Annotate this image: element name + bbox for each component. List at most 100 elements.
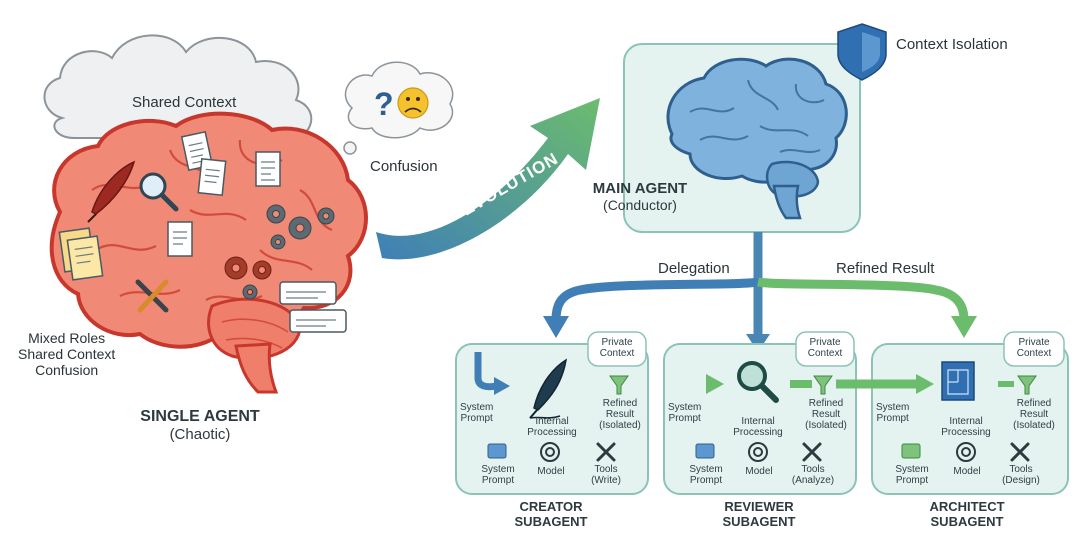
shield-icon xyxy=(837,23,887,81)
system-prompt-line: Prompt xyxy=(668,413,701,424)
private-context-label: Private Context xyxy=(798,337,852,359)
system-prompt-line: System xyxy=(481,464,515,475)
system-prompt-line: System xyxy=(689,464,723,475)
private-context-label: Private Context xyxy=(590,337,644,359)
magnifier-icon xyxy=(737,361,779,403)
refined-result-isolated-label: Refined Result (Isolated) xyxy=(592,398,648,431)
model-label: Model xyxy=(537,466,565,477)
svg-text:?: ? xyxy=(374,86,394,122)
document-icon xyxy=(255,151,281,187)
internal-processing-label: Internal Processing xyxy=(520,416,584,438)
system-prompt-line: Prompt xyxy=(689,475,723,486)
system-prompt-label: System Prompt xyxy=(682,464,730,486)
sad-face-icon xyxy=(397,87,429,119)
system-prompt-line: Prompt xyxy=(481,475,515,486)
subagent-title-line: REVIEWER xyxy=(724,499,794,514)
refined-result-line: Result xyxy=(811,409,841,420)
private-context-label: Private Context xyxy=(1006,337,1062,359)
private-context-line: Context xyxy=(807,348,843,359)
system-prompt-icon xyxy=(487,443,921,459)
internal-processing-line: Processing xyxy=(733,427,783,438)
note-line-shared-context: Shared Context xyxy=(18,346,116,363)
quill-icon xyxy=(87,160,136,223)
single-agent-subtitle: (Chaotic) xyxy=(169,426,231,444)
subagent-title-line: SUBAGENT xyxy=(930,513,1004,529)
refined-result-line: (Isolated) xyxy=(599,420,641,431)
refined-result-line: Refined xyxy=(808,398,844,409)
main-agent-heading: MAIN AGENT xyxy=(592,180,688,197)
system-prompt-line: System xyxy=(876,402,910,413)
note-line-mixed-roles: Mixed Roles xyxy=(28,330,106,346)
private-context-line: Context xyxy=(1016,348,1052,359)
internal-processing-line: Processing xyxy=(941,427,991,438)
subagent-title-line: SUBAGENT xyxy=(722,513,796,529)
quill-icon xyxy=(529,358,568,419)
tools-line: (Analyze) xyxy=(791,475,835,486)
tools-line: (Design) xyxy=(1002,475,1040,486)
subagent-title-line: CREATOR xyxy=(519,499,583,514)
private-context-badge xyxy=(587,331,1065,367)
system-prompt-label: System Prompt xyxy=(668,402,701,424)
chat-window-icon xyxy=(279,281,347,333)
tools-label: Tools (Design) xyxy=(998,464,1044,486)
internal-processing-label: Internal Processing xyxy=(726,416,790,438)
system-prompt-label: System Prompt xyxy=(460,402,493,424)
confusion-label: Confusion xyxy=(370,158,438,175)
subagent-title-line: ARCHITECT xyxy=(929,499,1005,514)
delegation-arrows xyxy=(543,232,977,352)
system-prompt-line: Prompt xyxy=(460,413,493,424)
shared-context-label: Shared Context xyxy=(132,94,237,111)
internal-processing-line: Internal xyxy=(535,416,569,427)
private-context-line: Private xyxy=(1018,337,1050,348)
system-prompt-line: Prompt xyxy=(895,475,929,486)
tools-line: Tools xyxy=(1009,464,1033,475)
funnel-icon xyxy=(609,375,1037,395)
evolution-arrow xyxy=(376,98,600,260)
single-agent-title: SINGLE AGENT (Chaotic) xyxy=(130,408,270,444)
system-prompt-label: System Prompt xyxy=(474,464,522,486)
internal-processing-line: Internal xyxy=(741,416,775,427)
refined-result-line: (Isolated) xyxy=(805,420,847,431)
refined-result-line: Refined xyxy=(602,398,638,409)
conductor-brain xyxy=(666,57,848,220)
system-prompt-label: System Prompt xyxy=(888,464,936,486)
refined-result-label: Refined Result xyxy=(836,260,935,277)
single-agent-heading: SINGLE AGENT xyxy=(140,408,260,425)
refined-result-line: Result xyxy=(1019,409,1049,420)
note-line-confusion: Confusion xyxy=(35,362,99,379)
context-isolation-label: Context Isolation xyxy=(896,36,1008,53)
document-icon xyxy=(180,130,227,196)
refined-result-line: Refined xyxy=(1016,398,1052,409)
refined-result-isolated-label: Refined Result (Isolated) xyxy=(798,398,854,431)
blueprint-icon xyxy=(941,361,975,401)
document-icon xyxy=(167,221,193,257)
system-prompt-line: System xyxy=(895,464,929,475)
system-prompt-label: System Prompt xyxy=(876,402,909,424)
model-icon xyxy=(540,442,976,462)
tools-icon xyxy=(135,279,169,313)
refined-result-line: Result xyxy=(605,409,635,420)
internal-processing-label: Internal Processing xyxy=(934,416,998,438)
model-label: Model xyxy=(745,466,773,477)
model-label: Model xyxy=(953,466,981,477)
tools-line: (Write) xyxy=(591,475,621,486)
tools-line: Tools xyxy=(594,464,618,475)
refined-result-line: (Isolated) xyxy=(1013,420,1055,431)
creator-subagent-title: CREATOR SUBAGENT xyxy=(496,499,606,530)
system-prompt-line: System xyxy=(460,402,494,413)
system-prompt-line: Prompt xyxy=(876,413,909,424)
tools-label: Tools (Write) xyxy=(586,464,626,486)
refined-result-isolated-label: Refined Result (Isolated) xyxy=(1006,398,1062,431)
tools-label: Tools (Analyze) xyxy=(790,464,836,486)
question-mark-icon: ? xyxy=(374,86,394,122)
subagent-flow-arrows xyxy=(474,352,1014,395)
mixed-roles-note: Mixed Roles Shared Context Confusion xyxy=(18,330,115,378)
internal-processing-line: Processing xyxy=(527,427,577,438)
gears-icon xyxy=(224,256,272,300)
main-agent-subtitle: (Conductor) xyxy=(603,197,677,214)
private-context-line: Private xyxy=(809,337,841,348)
tools-line: Tools xyxy=(801,464,825,475)
gears-icon xyxy=(266,204,335,250)
document-icon xyxy=(58,227,104,281)
main-agent-title: MAIN AGENT (Conductor) xyxy=(570,180,710,213)
